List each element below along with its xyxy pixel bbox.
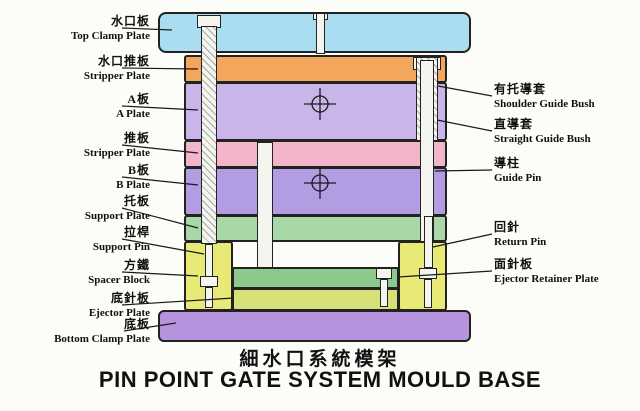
label-cn: 面針板 bbox=[494, 257, 534, 271]
label-top-clamp-plate: 水口板 Top Clamp Plate bbox=[4, 14, 150, 43]
label-en: Return Pin bbox=[494, 236, 547, 249]
retainer-screw-head bbox=[376, 268, 392, 279]
label-cn: 水口推板 bbox=[97, 54, 150, 68]
label-cn: 直導套 bbox=[494, 117, 534, 131]
label-cn: 方鐵 bbox=[123, 258, 150, 272]
label-en: Stripper Plate bbox=[83, 70, 150, 83]
label-ejector-retainer-plate: 面針板 Ejector Retainer Plate bbox=[494, 257, 638, 286]
label-shoulder-guide-bush: 有托導套 Shoulder Guide Bush bbox=[494, 82, 638, 111]
left-leader-lines bbox=[121, 27, 235, 332]
label-en: Straight Guide Bush bbox=[494, 133, 591, 146]
center-mark-icon bbox=[304, 88, 336, 120]
label-support-pin: 拉桿 Support Pin bbox=[4, 225, 150, 254]
label-straight-guide-bush: 直導套 Straight Guide Bush bbox=[494, 117, 638, 146]
return-pin-bolt-head bbox=[419, 268, 437, 279]
label-cn: A板 bbox=[127, 92, 150, 106]
center-mark-icon bbox=[304, 167, 336, 199]
label-spacer-block: 方鐵 Spacer Block bbox=[4, 258, 150, 287]
label-en: Spacer Block bbox=[88, 274, 150, 287]
center-support-pillar bbox=[257, 142, 273, 268]
label-cn: 拉桿 bbox=[123, 225, 150, 239]
label-en: Bottom Clamp Plate bbox=[54, 333, 150, 346]
label-cn: 回針 bbox=[494, 220, 521, 234]
label-cn: 托板 bbox=[123, 194, 150, 208]
label-cn: 底針板 bbox=[110, 291, 150, 305]
label-cn: 導柱 bbox=[494, 156, 521, 170]
label-cn: B板 bbox=[127, 163, 150, 177]
label-en: A Plate bbox=[116, 108, 150, 121]
ejector-bolt-head bbox=[200, 276, 218, 287]
label-cn: 水口板 bbox=[110, 14, 150, 28]
ejector-bolt-shaft bbox=[205, 287, 213, 308]
return-pin bbox=[424, 216, 433, 268]
label-guide-pin: 導柱 Guide Pin bbox=[494, 156, 638, 185]
label-b-plate: B板 B Plate bbox=[4, 163, 150, 192]
label-cn: 有托導套 bbox=[494, 82, 547, 96]
label-ejector-plate: 底針板 Ejector Plate bbox=[4, 291, 150, 320]
label-stripper-plate: 推板 Stripper Plate bbox=[4, 131, 150, 160]
label-bottom-clamp-plate: 底板 Bottom Clamp Plate bbox=[4, 317, 150, 346]
support-plate bbox=[184, 215, 447, 242]
diagram-title-english: PIN POINT GATE SYSTEM MOULD BASE bbox=[98, 367, 542, 392]
support-pin bbox=[201, 26, 217, 244]
label-en: Support Pin bbox=[92, 241, 150, 254]
label-en: Shoulder Guide Bush bbox=[494, 98, 595, 111]
label-en: Stripper Plate bbox=[83, 147, 150, 160]
return-pin-bolt-shaft bbox=[424, 279, 432, 308]
label-en: B Plate bbox=[116, 179, 150, 192]
right-leader-lines bbox=[397, 85, 493, 278]
label-cn: 底板 bbox=[123, 317, 150, 331]
retainer-screw-shaft bbox=[380, 279, 388, 307]
label-cn: 推板 bbox=[123, 131, 150, 145]
label-en: Top Clamp Plate bbox=[70, 30, 150, 43]
label-en: Ejector Plate bbox=[88, 307, 150, 320]
label-en: Ejector Retainer Plate bbox=[494, 273, 599, 286]
label-en: Support Plate bbox=[84, 210, 150, 223]
label-stripper-plate-top: 水口推板 Stripper Plate bbox=[4, 54, 150, 83]
label-return-pin: 回針 Return Pin bbox=[494, 220, 638, 249]
stripper-plate-top bbox=[184, 55, 447, 83]
label-a-plate: A板 A Plate bbox=[4, 92, 150, 121]
label-en: Guide Pin bbox=[494, 172, 542, 185]
sprue-bushing bbox=[316, 13, 325, 54]
diagram-title-chinese: 細水口系統模架 bbox=[239, 349, 401, 370]
label-support-plate: 托板 Support Plate bbox=[4, 194, 150, 223]
